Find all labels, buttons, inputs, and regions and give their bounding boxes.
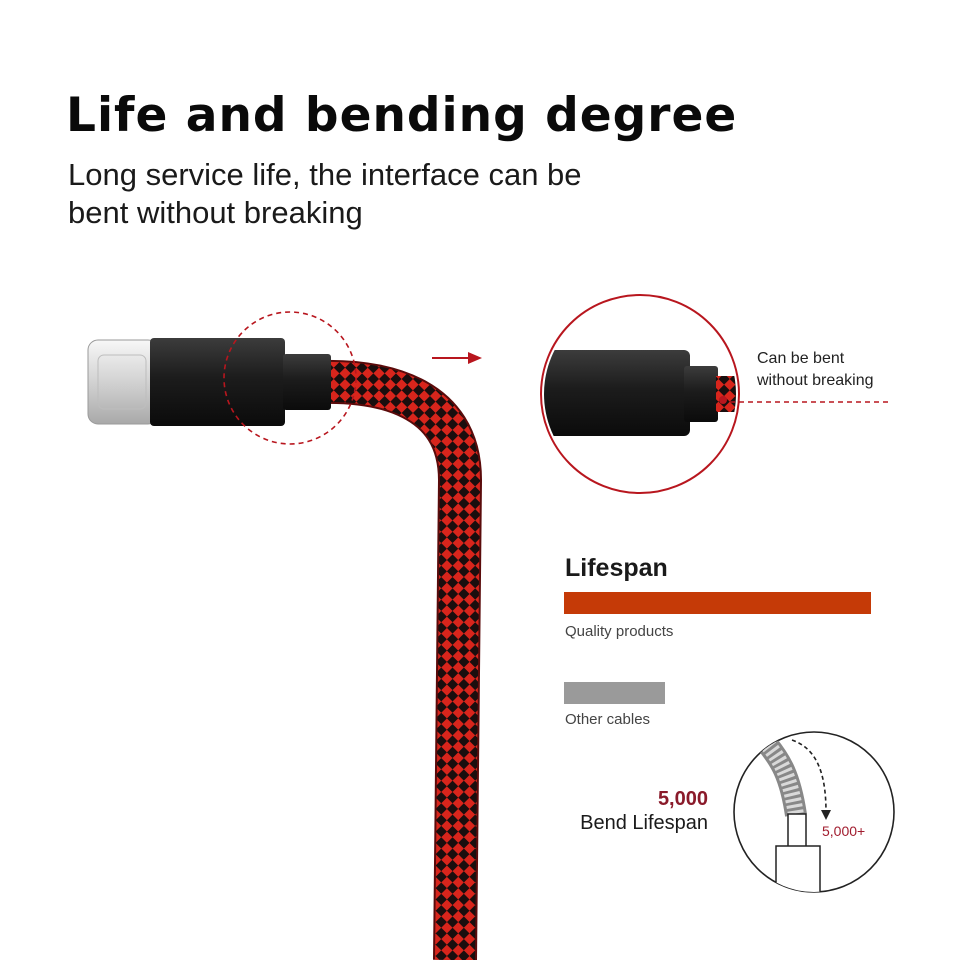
page-subtitle: Long service life, the interface can be …	[68, 157, 582, 230]
bend-cycle-icon	[733, 731, 895, 893]
bend-icon-mark: 5,000+	[822, 823, 866, 839]
bend-callout: Can be bent without breaking	[757, 348, 874, 392]
page-title: Life and bending degree	[66, 88, 738, 143]
lifespan-title: Lifespan	[565, 554, 668, 582]
callout-line-1: Can be bent	[757, 350, 845, 367]
arrow-right-icon	[432, 352, 482, 364]
lifespan-label-other: Other cables	[565, 711, 651, 728]
zoom-circle-icon	[540, 294, 888, 494]
bend-label: Bend Lifespan	[580, 812, 708, 834]
lifespan-bar-other	[564, 682, 665, 704]
lifespan-label-quality: Quality products	[565, 623, 674, 640]
lifespan-bar-quality	[564, 592, 871, 614]
usb-c-cable-image	[87, 338, 483, 960]
bend-count: 5,000	[657, 788, 708, 810]
callout-line-2: without breaking	[757, 372, 874, 389]
neck-highlight-circle	[223, 311, 357, 445]
